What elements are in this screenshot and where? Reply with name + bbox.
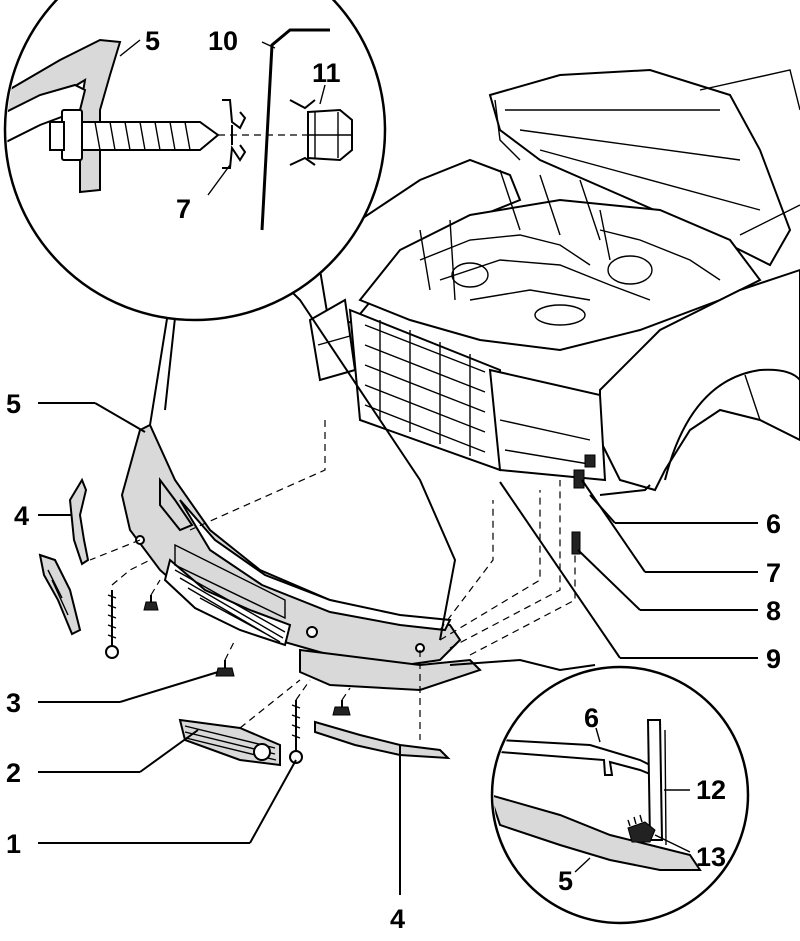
trim-strip-left	[68, 477, 90, 566]
nut-3	[215, 660, 235, 677]
callout-4-left: 4	[14, 501, 29, 531]
callout-11: 11	[312, 58, 341, 88]
grille-insert	[178, 718, 281, 767]
trim-strip-bottom	[314, 720, 451, 760]
detail-inset-top	[3, 0, 387, 322]
callout-5-inset-top: 5	[145, 26, 160, 56]
callout-9: 9	[766, 644, 781, 674]
detail-inset-bottom	[490, 665, 750, 925]
callout-6-inset: 6	[584, 703, 599, 733]
engine-bay-detail	[419, 169, 721, 326]
callout-2: 2	[6, 758, 21, 788]
callout-3: 3	[6, 688, 21, 718]
callout-7-right: 7	[766, 558, 781, 588]
callout-10: 10	[208, 26, 238, 56]
callout-8: 8	[766, 596, 781, 626]
screw-1	[289, 700, 303, 764]
callout-7-inset: 7	[176, 194, 191, 224]
leader-lines	[38, 402, 758, 895]
nut-left	[143, 595, 159, 611]
magnifier-cone-bottom	[449, 658, 596, 672]
assembly-lines	[89, 420, 576, 740]
nut-center	[332, 700, 351, 716]
callout-13: 13	[696, 842, 726, 872]
callout-numbers: 1 2 3 4 4 5 5 5 6 6 7 7 8 9 10 11 12 13	[6, 26, 781, 934]
callout-5-left: 5	[6, 389, 21, 419]
callout-6-right: 6	[766, 509, 781, 539]
callout-4-bottom: 4	[390, 904, 405, 934]
car-body	[308, 68, 800, 555]
bumper-cover-part	[120, 423, 482, 692]
screw-left	[105, 590, 119, 659]
callout-12: 12	[696, 775, 726, 805]
callout-1: 1	[6, 829, 21, 859]
callout-5-inset-bottom: 5	[558, 866, 573, 896]
